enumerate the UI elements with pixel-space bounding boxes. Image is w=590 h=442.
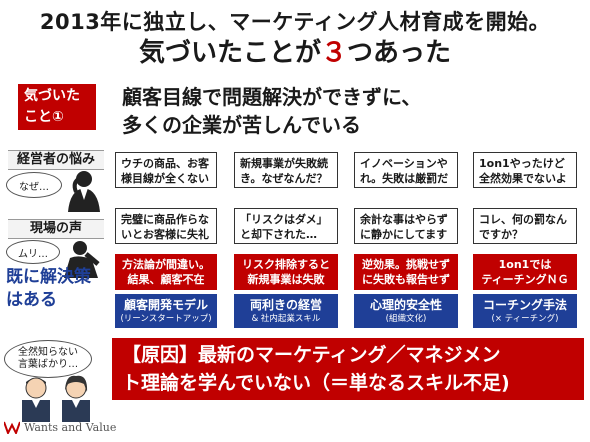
solution-title-1: 顧客開発モデル	[123, 298, 208, 312]
root-cause-line2: ト理論を学んでいない（＝単なるスキル不足)	[122, 372, 510, 394]
subtitle-number: ３	[320, 38, 347, 68]
cause-cell-4: 1on1では ティーチングＮＧ	[473, 254, 577, 290]
field-label: 現場の声	[8, 219, 104, 239]
footer-logo: Wants and Value	[4, 420, 116, 434]
exec-cell-3: イノベーションやれ。失敗は厳罰だ	[354, 152, 458, 188]
insight-label: 気づいた こと①	[18, 84, 96, 130]
headline-line1: 顧客目線で問題解決ができずに、	[122, 85, 422, 109]
solution-cell-2: 両利きの経営 & 社内起業スキル	[234, 294, 338, 328]
cause-cell-3: 逆効果。挑戦せず に失敗も報告せず	[354, 254, 458, 290]
solution-sub-1: (リーンスタートアップ)	[120, 314, 212, 324]
executive-bubble: なぜ…	[6, 172, 62, 198]
solution-cell-3: 心理的安全性 (組織文化)	[354, 294, 458, 328]
brand-name: Wants and Value	[24, 420, 117, 434]
insight-label-line1: 気づいた	[24, 88, 80, 104]
brand-logo-icon	[4, 421, 20, 434]
headline: 顧客目線で問題解決ができずに、 多くの企業が苦しんでいる	[122, 83, 421, 139]
field-cell-1: 完璧に商品作らないとお客様に失礼	[115, 208, 217, 244]
cause-cell-1: 方法論が間違い。 結果、顧客不在	[115, 254, 217, 290]
root-cause-line1: 【原因】最新のマーケティング／マネジメン	[122, 344, 501, 366]
field-cell-3: 余計な事はやらずに静かにしてます	[354, 208, 458, 244]
field-cell-4: コレ、何の罰なんですか？	[473, 208, 577, 244]
solution-cell-1: 顧客開発モデル (リーンスタートアップ)	[115, 294, 217, 328]
worried-person-icon	[68, 171, 100, 212]
page-subtitle: 気づいたことが３つあった	[0, 32, 590, 69]
root-cause-box: 【原因】最新のマーケティング／マネジメン ト理論を学んでいない（＝単なるスキル不…	[112, 338, 584, 400]
exec-cell-1: ウチの商品、お客様目線が全くない	[115, 152, 217, 188]
headline-line2: 多くの企業が苦しんでいる	[122, 113, 361, 137]
page-title: 2013年に独立し、マーケティング人材育成を開始。	[39, 10, 551, 34]
cause-cell-2: リスク排除すると 新規事業は失敗	[234, 254, 338, 290]
solved-label: 既に解決策 はある	[6, 267, 91, 310]
field-cell-2: 「リスクはダメ」と却下された…	[234, 208, 338, 244]
field-bubble: ムリ…	[6, 240, 60, 264]
dejected-person-icon	[64, 241, 100, 278]
exec-cell-4: 1on1やったけど全然効果でないよ	[473, 152, 577, 188]
solution-sub-4: (× ティーチング)	[491, 314, 559, 324]
subtitle-prefix: 気づいたことが	[138, 38, 321, 68]
solution-title-3: 心理的安全性	[369, 298, 442, 312]
unknown-words-bubble: 全然知らない 言葉ばかり…	[4, 340, 92, 378]
insight-label-line2: こと①	[24, 109, 64, 125]
subtitle-suffix: つあった	[347, 38, 452, 68]
solution-sub-2: & 社内起業スキル	[251, 314, 321, 324]
solution-title-4: コーチング手法	[482, 298, 567, 312]
solution-cell-4: コーチング手法 (× ティーチング)	[473, 294, 577, 328]
solution-title-2: 両利きの経営	[249, 298, 322, 312]
executive-label: 経営者の悩み	[8, 150, 104, 170]
exec-cell-2: 新規事業が失敗続き。なぜなんだ？	[234, 152, 338, 188]
solution-sub-3: (組織文化)	[385, 314, 427, 324]
confused-people-icon	[22, 375, 90, 422]
